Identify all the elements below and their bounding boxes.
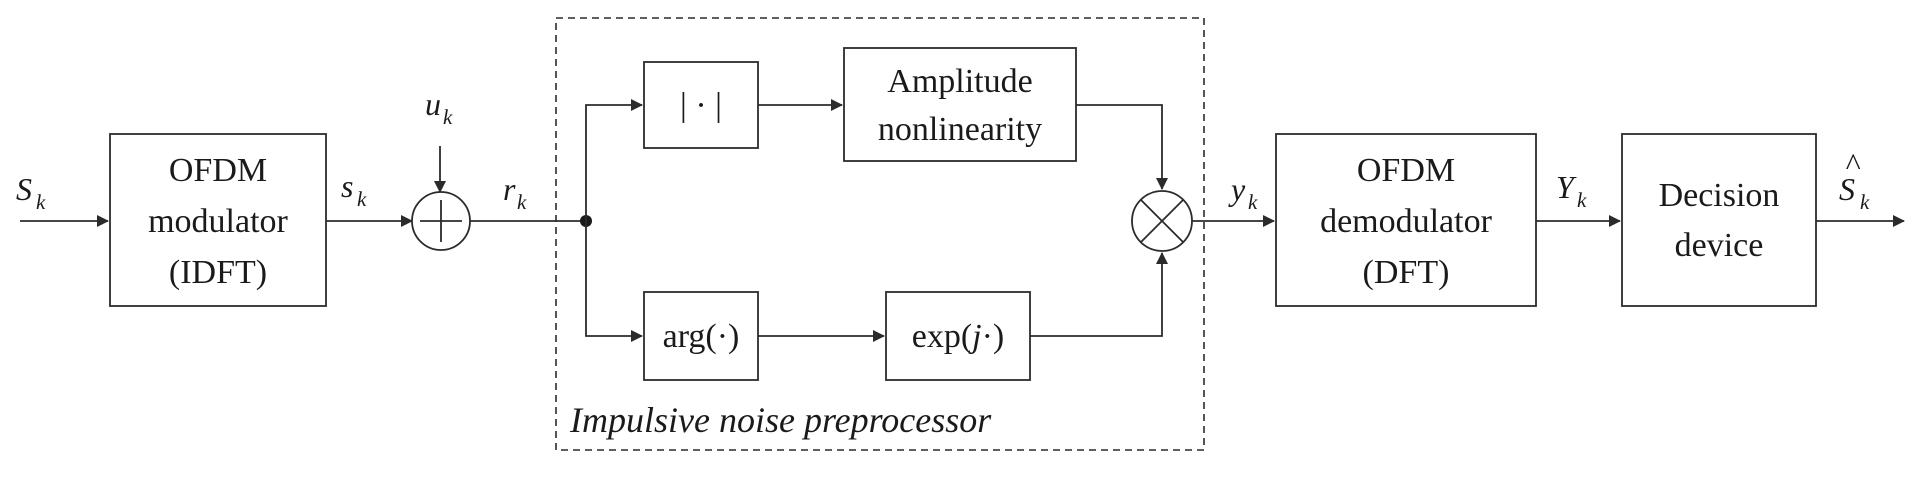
exp-label: exp(j·) xyxy=(912,318,1005,355)
wire-split-to-abs xyxy=(585,99,643,221)
svg-text:u: u xyxy=(425,86,441,122)
decision-line-1: Decision xyxy=(1659,177,1780,214)
multiplier xyxy=(1131,190,1193,252)
abs-block: | · | xyxy=(643,61,759,149)
svg-text:S: S xyxy=(1839,171,1855,207)
label-y: y k xyxy=(1228,171,1258,214)
ofdm-modulator-block: OFDM modulator (IDFT) xyxy=(109,133,327,307)
abs-label: | · | xyxy=(680,87,722,124)
decision-line-2: device xyxy=(1675,227,1764,264)
svg-text:k: k xyxy=(357,187,367,211)
decision-device-block: Decision device xyxy=(1621,133,1817,307)
svg-text:k: k xyxy=(1860,190,1870,214)
svg-text:k: k xyxy=(1248,190,1258,214)
label-Y: Y k xyxy=(1556,169,1587,212)
svg-text:k: k xyxy=(517,190,527,214)
ofdm-modulator-line-1: OFDM xyxy=(169,152,267,189)
wire-amp-to-mult xyxy=(1076,104,1168,190)
preprocessor-region xyxy=(555,17,1205,451)
arg-label: arg(·) xyxy=(663,318,740,355)
label-u: u k xyxy=(425,86,453,129)
label-s: s k xyxy=(341,168,367,211)
ofdm-modulator-line-3: (IDFT) xyxy=(169,254,267,291)
svg-text:^: ^ xyxy=(1845,146,1861,182)
adder xyxy=(411,191,471,251)
wire-exp-to-mult xyxy=(1030,252,1168,337)
ofdm-demodulator-block: OFDM demodulator (DFT) xyxy=(1275,133,1537,307)
exp-block: exp(j·) xyxy=(885,291,1031,381)
ofdm-demodulator-line-3: (DFT) xyxy=(1363,254,1450,291)
label-S-hat-out: S ^ k xyxy=(1839,146,1870,214)
svg-text:k: k xyxy=(36,190,46,214)
ofdm-demodulator-line-2: demodulator xyxy=(1320,203,1493,240)
amplitude-line-1: Amplitude xyxy=(887,63,1032,100)
svg-text:r: r xyxy=(503,171,516,207)
ofdm-demodulator-line-1: OFDM xyxy=(1357,152,1455,189)
svg-text:k: k xyxy=(443,105,453,129)
label-r: r k xyxy=(503,171,527,214)
ofdm-modulator-line-2: modulator xyxy=(148,203,288,240)
wire-split-to-arg xyxy=(585,221,643,342)
amplitude-line-2: nonlinearity xyxy=(878,111,1042,148)
svg-text:s: s xyxy=(341,168,353,204)
preprocessor-caption: Impulsive noise preprocessor xyxy=(569,400,992,440)
svg-text:k: k xyxy=(1577,188,1587,212)
amplitude-nonlinearity-block: Amplitude nonlinearity xyxy=(843,47,1077,162)
svg-text:S: S xyxy=(16,171,32,207)
svg-text:y: y xyxy=(1228,171,1246,207)
svg-text:Y: Y xyxy=(1556,169,1577,205)
arg-block: arg(·) xyxy=(643,291,759,381)
label-S-in: S k xyxy=(16,171,46,214)
